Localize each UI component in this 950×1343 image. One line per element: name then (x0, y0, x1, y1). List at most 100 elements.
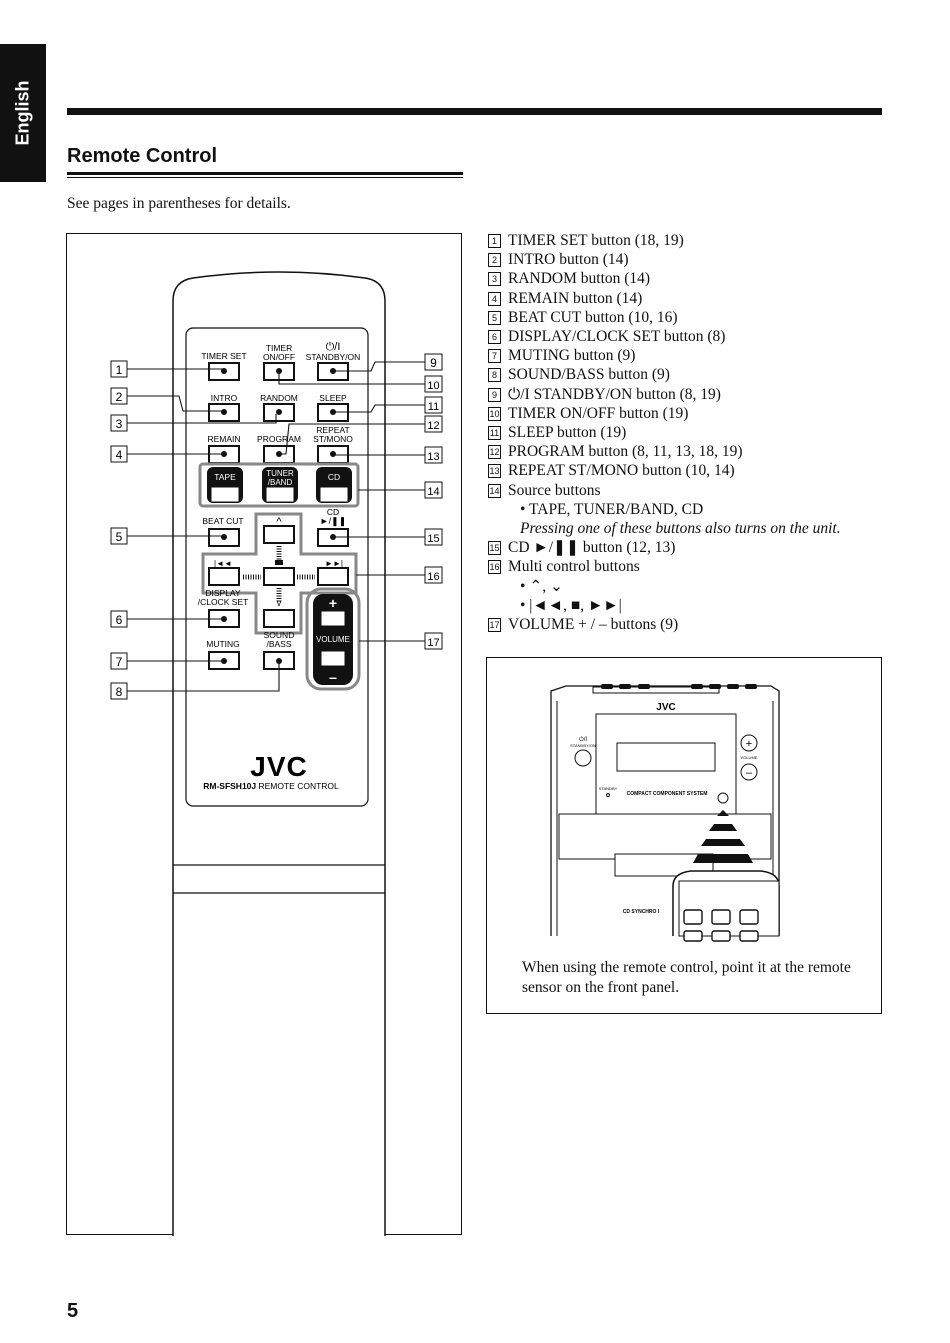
section-title: Remote Control (67, 145, 217, 167)
unit-volume-down (740, 763, 758, 781)
callout-12 (424, 415, 443, 433)
up-button[interactable] (263, 525, 295, 544)
handheld-remote-buttons (683, 909, 759, 942)
item-text: REPEAT ST/MONO button (10, 14) (508, 462, 735, 480)
callout-15 (424, 528, 443, 546)
list-item: 9⏻/I STANDBY/ON button (8, 19) (488, 385, 898, 404)
item-number: 10 (488, 406, 501, 421)
title-rule-thin (67, 177, 463, 178)
label-cd-play-1: CD (327, 507, 339, 517)
item-text: DISPLAY/CLOCK SET button (8) (508, 328, 726, 346)
item-text: TIMER ON/OFF button (19) (508, 404, 689, 422)
volume-minus-icon: – (329, 669, 337, 685)
label-remain: REMAIN (207, 434, 240, 444)
callout-1-label: 1 (116, 363, 123, 377)
callout-11-label: 11 (428, 401, 439, 413)
unit-cd-synchro-label: CD SYNCHRO I (623, 909, 660, 915)
unit-top-buttons (601, 684, 757, 689)
prev-button[interactable] (208, 567, 240, 586)
jvc-logo: JVC (250, 751, 307, 782)
item-number: 14 (488, 483, 501, 498)
unit-display-window (616, 742, 716, 772)
item-number: 5 (488, 310, 501, 325)
label-muting: MUTING (206, 639, 240, 649)
item-text: Source buttons (508, 481, 601, 499)
callout-5-label: 5 (116, 530, 123, 544)
callout-17-label: 17 (427, 637, 439, 649)
leader-lines (127, 361, 425, 692)
callout-2-label: 2 (116, 390, 123, 404)
handheld-remote-panel (678, 880, 780, 937)
next-button[interactable] (317, 567, 349, 586)
unit-power-symbol: ⏻/I (579, 736, 587, 743)
callout-8 (110, 682, 128, 700)
label-intro: INTRO (211, 393, 238, 403)
next-icon: ►►| (325, 559, 343, 568)
unit-volume-plus: + (746, 738, 752, 750)
signal-beam-icon (693, 810, 753, 863)
unit-volume-up (740, 734, 758, 752)
item-number: 13 (488, 464, 501, 479)
callout-15-label: 15 (427, 533, 439, 545)
language-tab-label: English (12, 80, 33, 146)
sensor-figure: JVC ⏻/I STANDBY/ON + VOLUME – STANDBY CO… (486, 657, 882, 1014)
unit-cd-window (614, 853, 714, 877)
item-text: ⏻/I STANDBY/ON button (8, 19) (508, 385, 721, 403)
sensor-caption: When using the remote control, point it … (522, 959, 851, 996)
list-item: 14 Source buttons (488, 481, 898, 500)
unit-standby-on-label: STANDBY/ON (570, 743, 596, 748)
unit-illustration: JVC ⏻/I STANDBY/ON + VOLUME – STANDBY CO… (550, 684, 780, 942)
callouts-right: 9 10 11 12 13 14 15 16 17 (424, 353, 443, 650)
label-standby-symbol: ⏻/I (326, 341, 341, 353)
source-buttons-list: • TAPE, TUNER/BAND, CD (520, 500, 704, 518)
cd-button[interactable] (319, 486, 349, 503)
volume-up-button[interactable] (320, 610, 346, 627)
item-number: 12 (488, 445, 501, 460)
callout-7-label: 7 (116, 655, 123, 669)
up-icon: ^ (276, 516, 282, 528)
page-number: 5 (67, 1300, 79, 1322)
item-text: BEAT CUT button (10, 16) (508, 308, 678, 326)
label-beat-cut: BEAT CUT (202, 516, 243, 526)
item-number: 11 (488, 426, 501, 441)
volume-down-button[interactable] (320, 650, 346, 667)
label-volume: VOLUME (316, 635, 350, 644)
stop-button[interactable] (263, 567, 295, 586)
item-number: 7 (488, 349, 501, 364)
source-buttons-note: Pressing one of these buttons also turns… (520, 520, 841, 538)
label-random: RANDOM (260, 393, 298, 403)
callout-14-label: 14 (427, 486, 439, 498)
label-clock-set: /CLOCK SET (198, 597, 249, 607)
remote-sensor-icon (717, 792, 729, 804)
item-number: 16 (488, 560, 501, 575)
remote-control-illustration: TIMER SET TIMER ON/OFF ⏻/I STANDBY/ON IN… (110, 271, 443, 1236)
label-st-mono: ST/MONO (313, 434, 353, 444)
model-suffix: REMOTE CONTROL (256, 781, 339, 791)
stop-icon (275, 560, 283, 565)
callout-3 (110, 414, 128, 432)
list-item: 5 BEAT CUT button (10, 16) (488, 308, 898, 327)
callout-3-label: 3 (116, 417, 123, 431)
prev-icon: |◄◄ (214, 559, 232, 568)
label-cd-play-2: ►/❚❚ (320, 516, 347, 527)
unit-standby-led (606, 793, 610, 797)
tape-button[interactable] (210, 486, 240, 503)
tuner-band-button[interactable] (265, 486, 295, 503)
callout-16-label: 16 (427, 571, 439, 583)
item-text: CD ►/❚❚ button (12, 13) (508, 539, 676, 557)
down-button[interactable] (263, 609, 295, 628)
callout-6-label: 6 (116, 613, 123, 627)
label-timer-set: TIMER SET (201, 351, 246, 361)
callout-9-label: 9 (430, 356, 437, 370)
callout-1 (110, 360, 128, 378)
label-cd: CD (328, 472, 340, 482)
unit-volume-label: VOLUME (741, 755, 758, 760)
